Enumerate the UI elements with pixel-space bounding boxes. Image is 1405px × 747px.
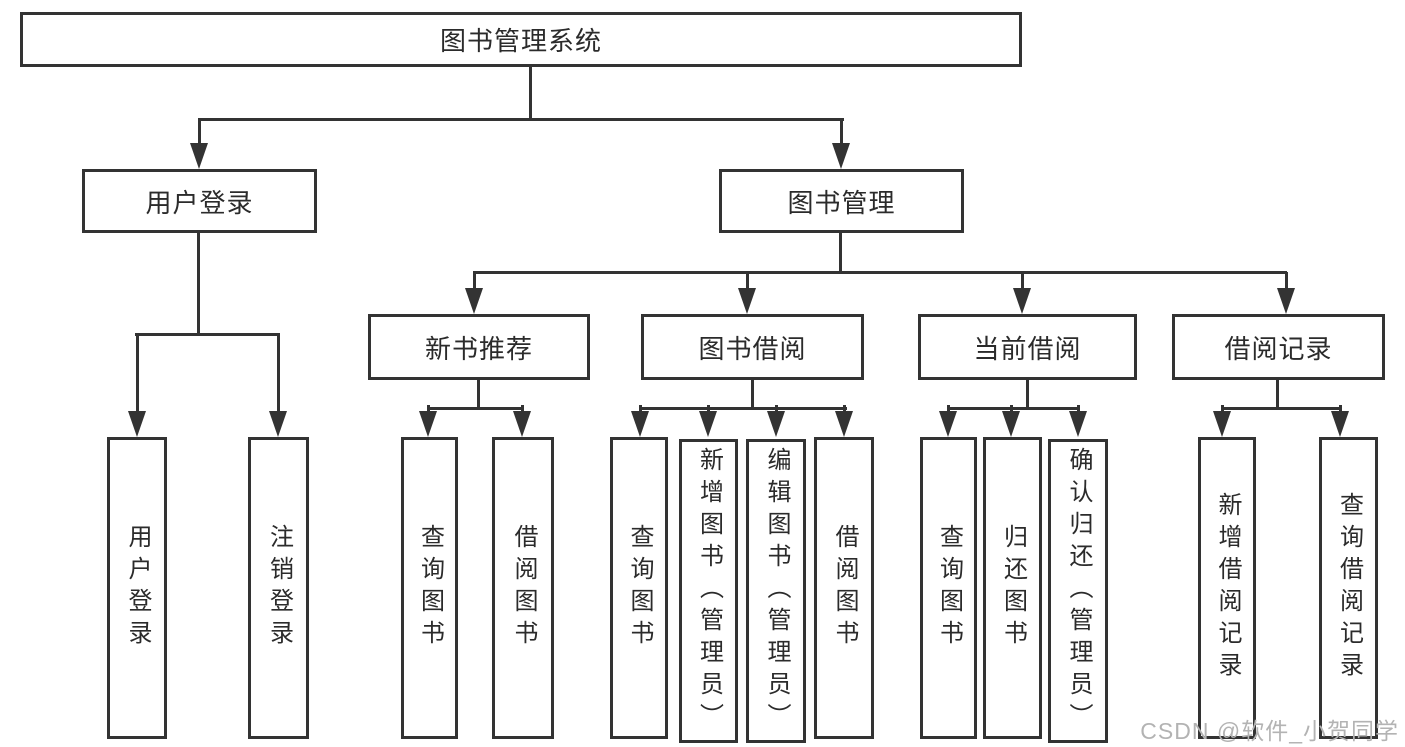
leaf-confirm-return-admin: 确认归还（管理员） xyxy=(1048,439,1108,743)
connector-arrow-down-icon xyxy=(1013,272,1031,314)
connector-arrow-down-icon xyxy=(128,336,146,437)
node-borrowing-records: 借阅记录 xyxy=(1172,314,1385,380)
leaf-borrow-books: 借阅图书 xyxy=(814,437,874,739)
connector-line xyxy=(198,118,844,121)
leaf-return-books: 归还图书 xyxy=(983,437,1042,739)
node-book-borrowing: 图书借阅 xyxy=(641,314,864,380)
connector-arrow-down-icon xyxy=(832,119,850,169)
leaf-add-borrow-record: 新增借阅记录 xyxy=(1198,437,1256,739)
connector-line xyxy=(1026,380,1029,410)
leaf-query-borrow-record: 查询借阅记录 xyxy=(1319,437,1378,739)
leaf-logout: 注销登录 xyxy=(248,437,309,739)
connector-arrow-down-icon xyxy=(1069,405,1087,437)
csdn-watermark: CSDN @软件_小贺同学 xyxy=(1140,718,1399,744)
connector-line xyxy=(751,380,754,410)
connector-arrow-down-icon xyxy=(465,272,483,314)
connector-arrow-down-icon xyxy=(1213,405,1231,437)
leaf-query-books-recommend: 查询图书 xyxy=(401,437,458,739)
node-library-management-system: 图书管理系统 xyxy=(20,12,1022,67)
node-current-borrowing: 当前借阅 xyxy=(918,314,1137,380)
connector-arrow-down-icon xyxy=(419,405,437,437)
connector-arrow-down-icon xyxy=(513,405,531,437)
leaf-edit-books-admin: 编辑图书（管理员） xyxy=(746,439,806,743)
connector-line xyxy=(477,380,480,410)
connector-arrow-down-icon xyxy=(738,272,756,314)
connector-arrow-down-icon xyxy=(190,119,208,169)
connector-arrow-down-icon xyxy=(767,405,785,437)
leaf-borrow-books-recommend: 借阅图书 xyxy=(492,437,554,739)
leaf-query-books-current: 查询图书 xyxy=(920,437,977,739)
connector-line xyxy=(427,407,524,410)
connector-line xyxy=(639,407,847,410)
connector-arrow-down-icon xyxy=(1002,405,1020,437)
connector-line xyxy=(1221,407,1342,410)
connector-line xyxy=(1276,380,1279,410)
connector-arrow-down-icon xyxy=(1331,405,1349,437)
leaf-add-books-admin: 新增图书（管理员） xyxy=(679,439,738,743)
connector-arrow-down-icon xyxy=(699,405,717,437)
connector-line xyxy=(839,233,842,274)
connector-arrow-down-icon xyxy=(939,405,957,437)
connector-line xyxy=(947,407,1080,410)
connector-line xyxy=(135,333,280,336)
connector-arrow-down-icon xyxy=(1277,272,1295,314)
leaf-user-login: 用户登录 xyxy=(107,437,167,739)
connector-line xyxy=(529,67,532,121)
connector-arrow-down-icon xyxy=(835,405,853,437)
connector-line xyxy=(197,233,200,336)
connector-arrow-down-icon xyxy=(269,336,287,437)
connector-arrow-down-icon xyxy=(631,405,649,437)
connector-line xyxy=(473,271,1287,274)
node-user-login: 用户登录 xyxy=(82,169,317,233)
node-book-management: 图书管理 xyxy=(719,169,964,233)
node-new-book-recommendation: 新书推荐 xyxy=(368,314,590,380)
leaf-query-books-borrowing: 查询图书 xyxy=(610,437,668,739)
